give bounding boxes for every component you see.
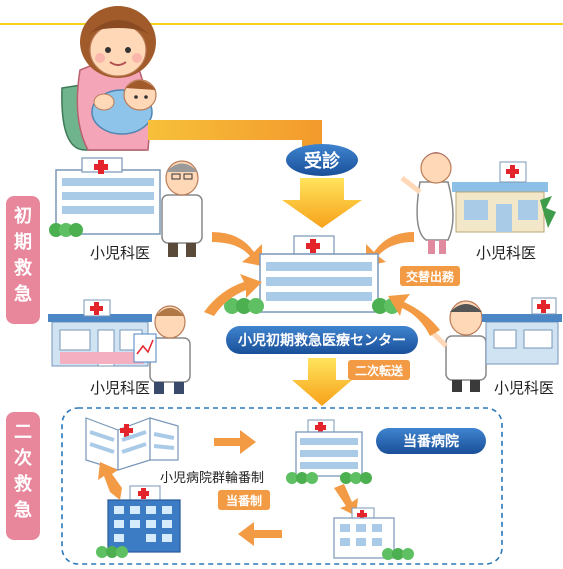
arrow-group-to-duty [214, 430, 256, 454]
center-banner: 小児初期救急医療センター [226, 326, 418, 354]
doctor-top-left-label: 小児科医 [90, 244, 150, 262]
arrow-bottomleft-to-center [204, 274, 262, 316]
secondary-section-label: 二次救急 [14, 422, 32, 521]
shift-dispatch-badge [400, 266, 460, 286]
doctor-bottom-right-illustration [430, 300, 487, 392]
center-name-label: 小児初期救急医療センター [238, 332, 406, 349]
duty-system-badge [218, 490, 270, 510]
doctor-top-left-illustration [161, 160, 203, 257]
secondary-transfer-badge [348, 360, 410, 380]
visit-label: 受診 [304, 150, 341, 172]
doctor-bottom-left-illustration [133, 305, 191, 394]
clinic-bottom-right [482, 297, 562, 365]
doctor-top-right-label: 小児科医 [476, 244, 536, 262]
clinic-top-right [452, 161, 556, 233]
duty-hospital-label: 当番病院 [403, 433, 459, 450]
primary-section-label: 初期救急 [14, 205, 32, 305]
doctor-top-right-illustration [400, 152, 454, 254]
arrow-rotation-left [238, 522, 282, 546]
secondary-transfer-label: 二次転送 [355, 363, 404, 378]
mother-with-baby-illustration [61, 6, 157, 151]
rotation-hospital-building [96, 485, 181, 558]
visit-down-arrow [282, 178, 362, 228]
shift-dispatch-label: 交替出務 [406, 269, 455, 284]
secondary-section-tab: 二次救急 [6, 412, 40, 540]
clinic-bottom-left [48, 299, 152, 367]
primary-section-tab: 初期救急 [6, 196, 40, 324]
hospital-top-left [49, 157, 161, 237]
secondary-transfer-arrow [292, 358, 352, 406]
arrow-topleft-to-center [212, 232, 262, 266]
duty-hospital-building [286, 419, 372, 484]
visit-badge: 受診 [286, 144, 358, 176]
duty-hospital-badge [376, 428, 486, 454]
duty-system-label: 当番制 [226, 493, 262, 508]
central-hospital-building [224, 235, 400, 314]
doctor-bottom-left-label: 小児科医 [90, 379, 150, 397]
patient-path-arrow [148, 120, 322, 150]
secondary-care-area [61, 407, 503, 565]
rotation-system-label: 小児病院群輪番制 [160, 470, 264, 486]
doctor-bottom-right-label: 小児科医 [494, 379, 554, 397]
arrow-bottomright-to-center [388, 294, 440, 336]
next-duty-hospital-building [333, 507, 414, 560]
arrow-rotation-up [98, 462, 122, 500]
hospital-group-building [85, 417, 179, 471]
